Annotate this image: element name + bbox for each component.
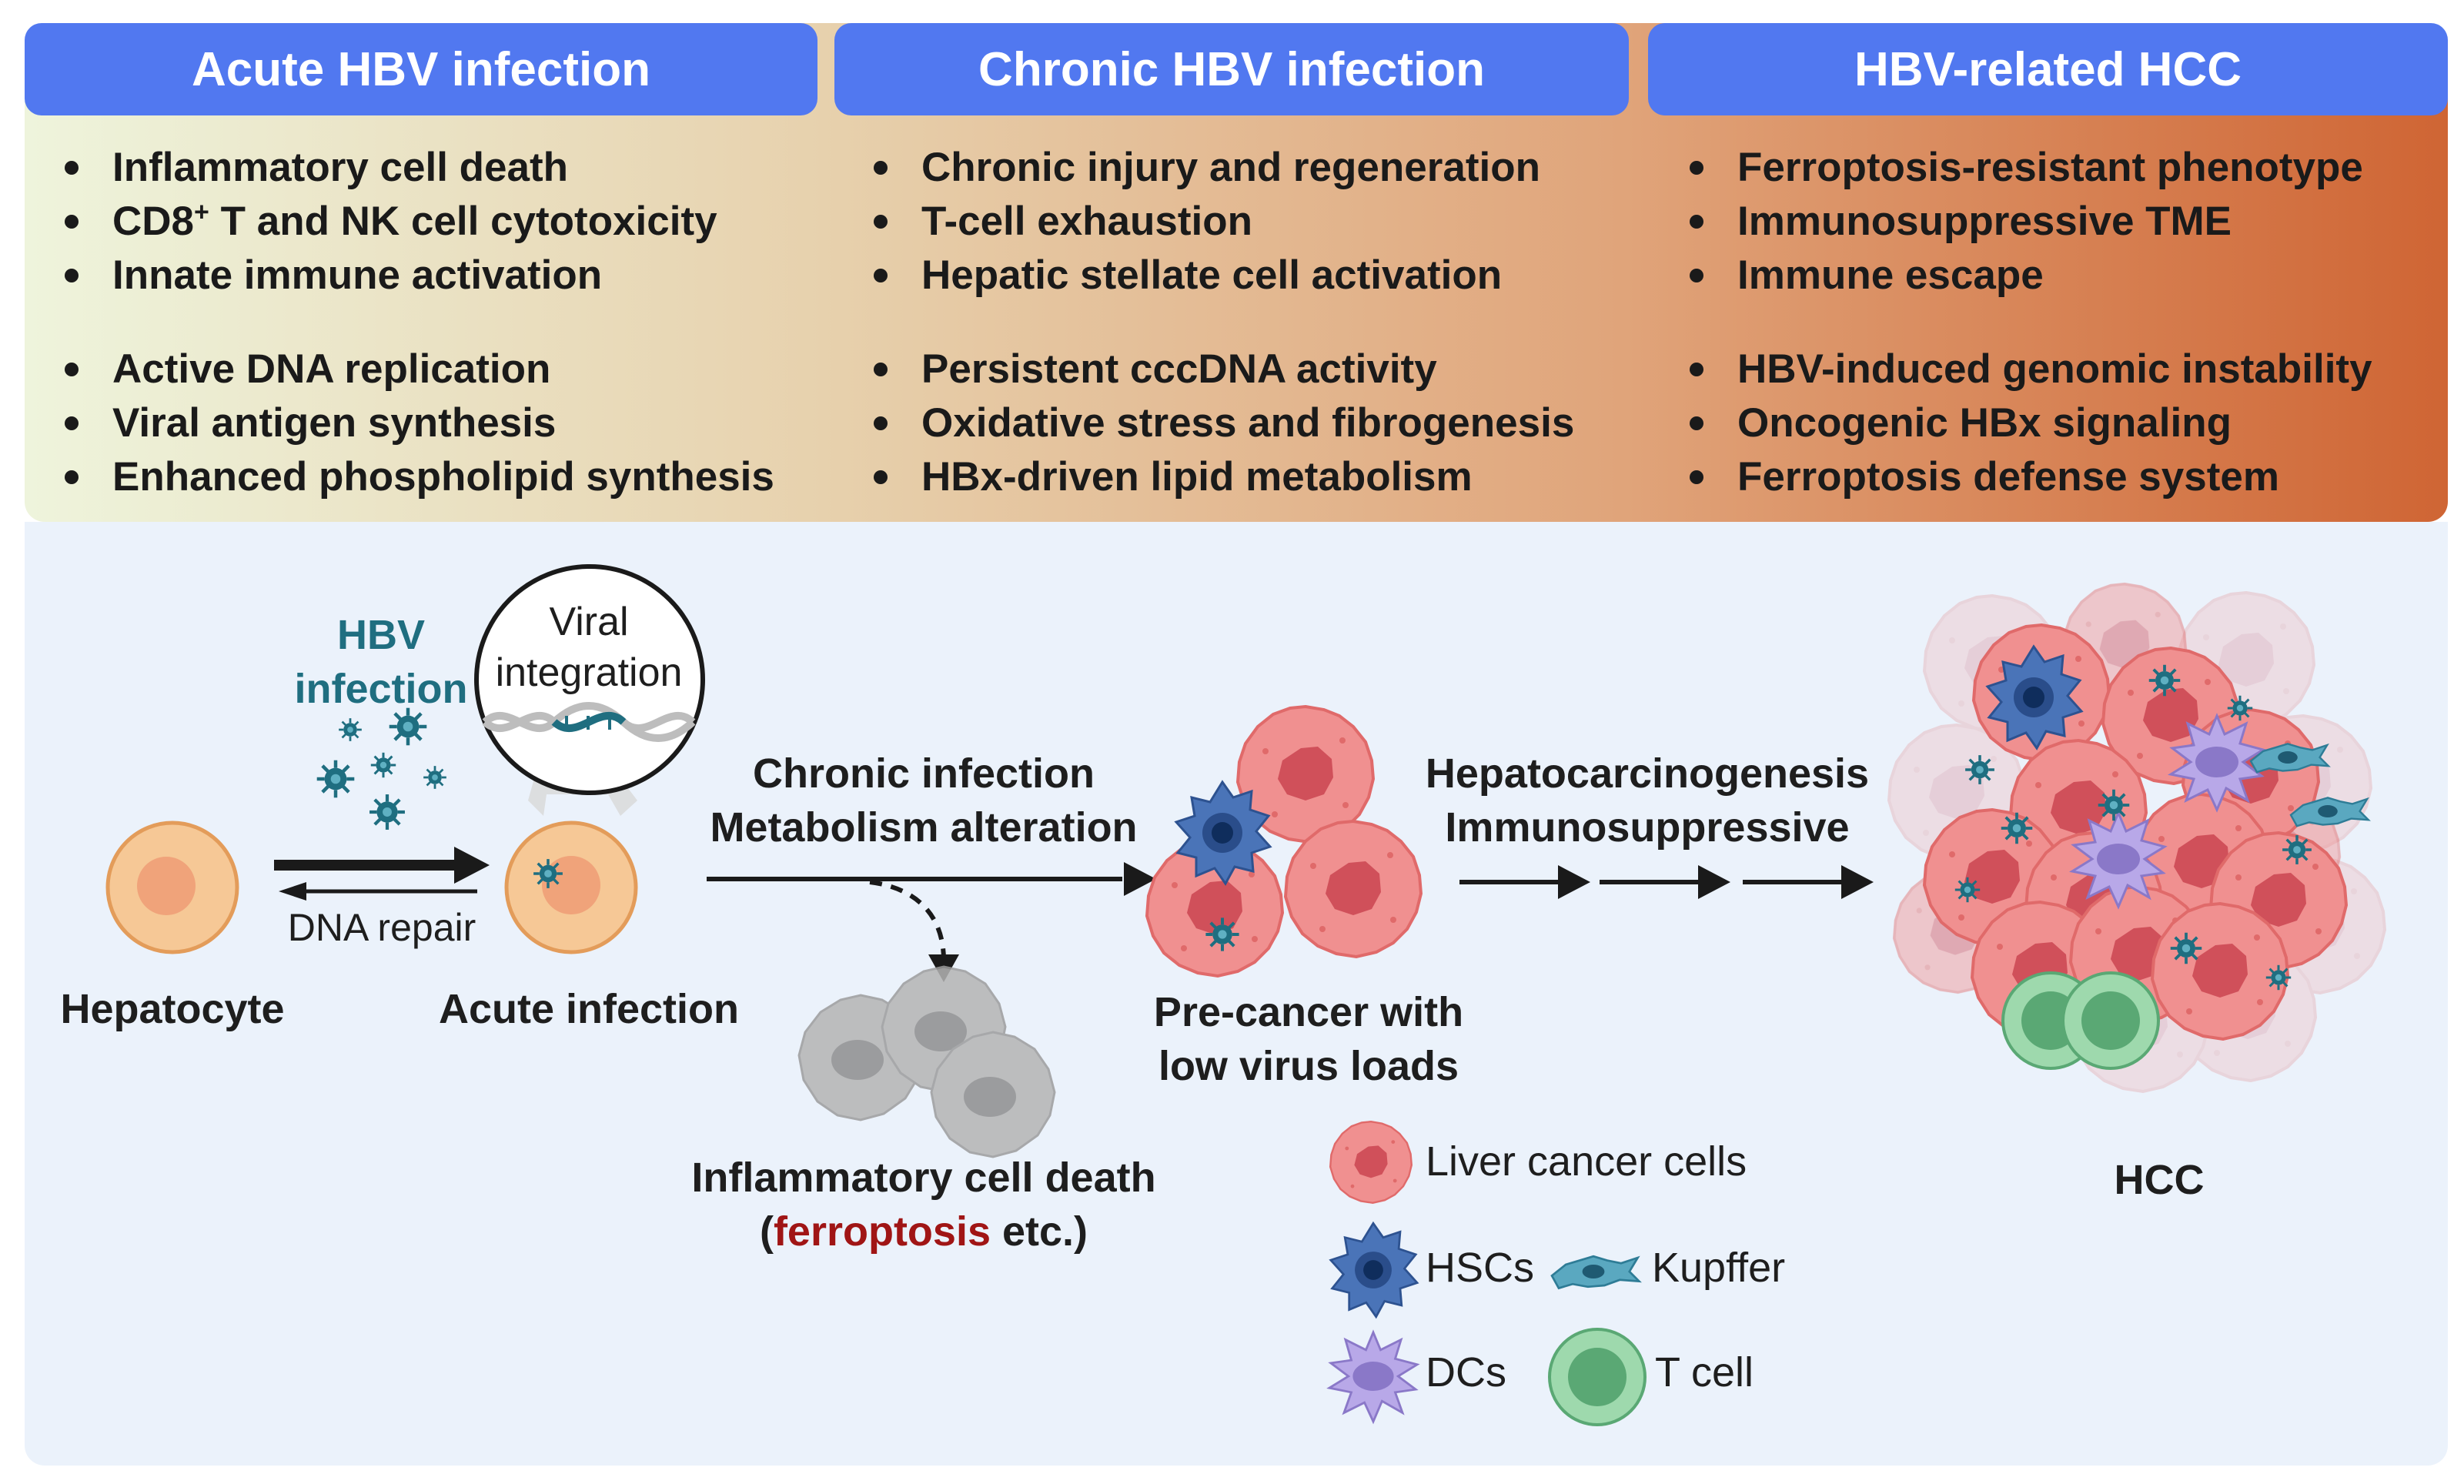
bullet-text: Ferroptosis defense system [1737,454,2279,500]
list-item: Oncogenic HBx signaling [1688,396,2372,450]
list-item: Persistent cccDNA activity [872,343,1574,396]
hepatocarcinogenesis-line: Hepatocarcinogenesis [1425,750,1870,797]
dna-repair-arrow [279,882,477,901]
list-item: Active DNA replication [63,343,774,396]
hcc-tumor [1887,582,2386,1093]
bullet-text: Immune escape [1737,252,2044,298]
viral-integration-label: Viral integration [477,597,700,698]
paren: ( [759,1208,774,1255]
list-item: Innate immune activation [63,249,774,302]
superscript: + [194,197,209,227]
cell-death-line: Inflammatory cell death [691,1155,1156,1201]
header-hcc: HBV-related HCC [1648,23,2448,115]
hcc-arrows [1459,865,1874,899]
precancer-cluster [1145,705,1423,978]
bullet-text: Inflammatory cell death [112,145,569,190]
hbv-infection-line: HBV [336,612,425,658]
precancer-line: Pre-cancer with [1153,989,1464,1035]
bullet-text: Oxidative stress and fibrogenesis [921,400,1575,446]
cell-death-line: (ferroptosis etc.) [654,1205,1193,1258]
hcc-label: HCC [2114,1157,2205,1203]
list-item: Ferroptosis-resistant phenotype [1688,141,2372,195]
chronic-infection-label: Chronic infection Metabolism alteration [693,747,1155,854]
list-item: Chronic injury and regeneration [872,141,1574,195]
hbv-infection-line: infection [294,666,468,712]
chronic-arrow [707,862,1156,896]
list-item: Ferroptosis defense system [1688,450,2372,504]
ferroptosis-highlight: ferroptosis [773,1208,991,1255]
list-item: Inflammatory cell death [63,141,774,195]
dna-repair-label: DNA repair [287,906,476,949]
bullet-text: Ferroptosis-resistant phenotype [1737,145,2363,190]
bullet-text: Enhanced phospholipid synthesis [112,454,774,500]
list-item: Oxidative stress and fibrogenesis [872,396,1574,450]
precancer-line: low virus loads [1158,1043,1459,1089]
hbv-virions [317,708,448,830]
viral-integration-line: Viral [549,600,629,644]
hepatocarcinogenesis-label: Hepatocarcinogenesis Immunosuppressive [1409,747,1886,854]
list-item: Immune escape [1688,249,2372,302]
list-item: CD8+ T and NK cell cytotoxicity [63,195,774,249]
list-item: Immunosuppressive TME [1688,195,2372,249]
dying-cells [797,965,1056,1158]
precancer-label: Pre-cancer with low virus loads [1124,985,1493,1093]
bullet-text: T-cell exhaustion [921,199,1253,244]
hbv-infection-label: HBV infection [277,608,485,716]
acute-infection-label: Acute infection [438,986,740,1032]
chronic-line: Metabolism alteration [710,804,1138,851]
bullet-text: CD8 [112,199,195,244]
bullet-text: Chronic injury and regeneration [921,145,1540,190]
bullet-text: Oncogenic HBx signaling [1737,400,2232,446]
legend-dcs: DCs [1426,1349,1506,1395]
bullet-text: Active DNA replication [112,346,551,392]
legend-liver-cancer: Liver cancer cells [1426,1138,1747,1185]
chronic-line: Chronic infection [753,750,1095,797]
list-item: T-cell exhaustion [872,195,1574,249]
viral-integration-bubble [474,564,705,795]
bullet-text: Persistent cccDNA activity [921,346,1437,392]
list-item: Hepatic stellate cell activation [872,249,1574,302]
list-item: HBV-induced genomic instability [1688,343,2372,396]
hcc-features: Ferroptosis-resistant phenotype Immunosu… [1688,141,2372,504]
bullet-text: HBx-driven lipid metabolism [921,454,1473,500]
list-item: Viral antigen synthesis [63,396,774,450]
hepatocarcinogenesis-line: Immunosuppressive [1445,804,1850,851]
hepatocyte-label: Hepatocyte [60,986,285,1032]
list-item: HBx-driven lipid metabolism [872,450,1574,504]
hepatocyte-cell [105,821,239,954]
bullet-text: HBV-induced genomic instability [1737,346,2372,392]
legend-hscs: HSCs [1426,1245,1535,1291]
bullet-text: Viral antigen synthesis [112,400,557,446]
acute-features: Inflammatory cell death CD8+ T and NK ce… [63,141,774,504]
header-acute: Acute HBV infection [25,23,817,115]
legend-tcell: T cell [1655,1349,1754,1395]
cell-death-rest: etc.) [991,1208,1088,1255]
chronic-features: Chronic injury and regeneration T-cell e… [872,141,1574,504]
legend-kupffer: Kupffer [1652,1245,1786,1291]
cell-death-label: Inflammatory cell death (ferroptosis etc… [654,1151,1193,1258]
infection-arrow [274,847,490,884]
bullet-text: T and NK cell cytotoxicity [209,199,717,244]
bullet-text: Hepatic stellate cell activation [921,252,1503,298]
bullet-text: Immunosuppressive TME [1737,199,2232,244]
header-chronic: Chronic HBV infection [834,23,1629,115]
viral-integration-line: integration [495,650,683,695]
list-item: Enhanced phospholipid synthesis [63,450,774,504]
bullet-text: Innate immune activation [112,252,603,298]
